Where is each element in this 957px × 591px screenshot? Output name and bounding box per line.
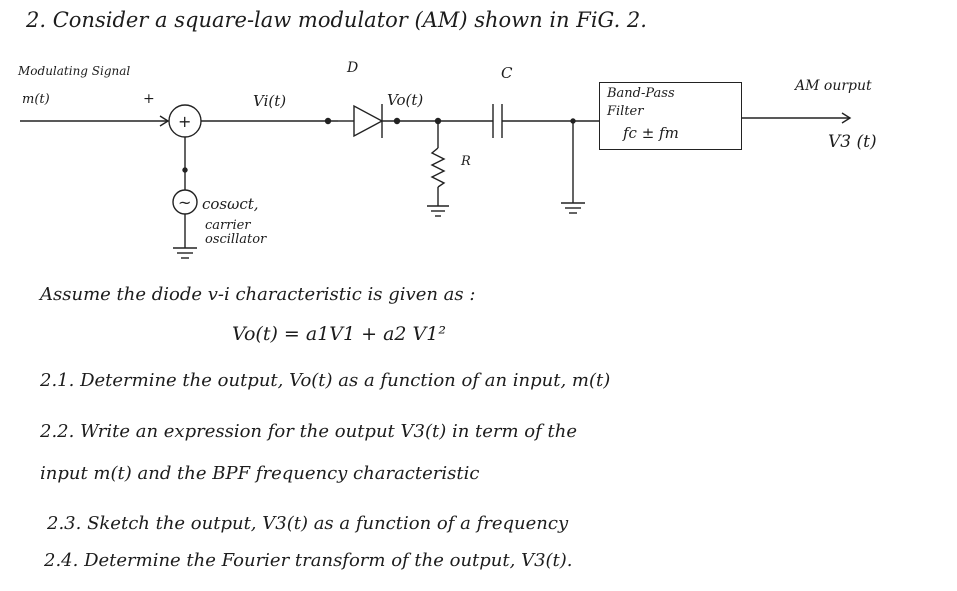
oscillator-label-oscillator: oscillator: [205, 232, 267, 247]
output-arrow: [841, 112, 852, 124]
resistor-label: R: [461, 154, 471, 169]
resistor-symbol: [430, 147, 446, 188]
diode-symbol: [353, 104, 384, 138]
summer-symbol: +: [178, 112, 191, 131]
oscillator-symbol: ~: [178, 193, 191, 212]
question-2-2-line2: input m(t) and the BPF frequency charact…: [40, 463, 480, 484]
bpf-label-line3: fc ± fm: [623, 124, 679, 142]
vo-label: Vo(t): [387, 91, 424, 109]
question-2-3: 2.3. Sketch the output, V3(t) as a funct…: [47, 513, 569, 534]
bpf-label-line1: Band-Pass: [607, 86, 675, 101]
modulating-signal-label: Modulating Signal: [18, 64, 131, 78]
am-output-label: AM ourput: [795, 78, 872, 94]
capacitor-label: C: [501, 64, 513, 82]
node-dot-2: [393, 117, 401, 125]
plus-sign-label: +: [143, 91, 155, 107]
assume-statement: Assume the diode v-i characteristic is g…: [40, 284, 476, 305]
v3-output-label: V3 (t): [828, 132, 877, 152]
problem-title: 2. Consider a square-law modulator (AM) …: [26, 8, 647, 32]
bpf-label-line2: Filter: [607, 104, 644, 119]
diode-label: D: [347, 60, 359, 76]
question-2-4: 2.4. Determine the Fourier transform of …: [44, 550, 573, 571]
modulating-signal-symbol: m(t): [22, 92, 50, 107]
node-dot-5: [182, 167, 188, 173]
input-arrow: [159, 115, 170, 127]
node-dot-1: [324, 117, 332, 125]
question-2-2-line1: 2.2. Write an expression for the output …: [40, 421, 578, 442]
oscillator-label-carrier: carrier: [205, 218, 251, 233]
oscillator-carrier-expression: cosωct,: [202, 195, 259, 213]
diode-equation: Vo(t) = a1V1 + a2 V1²: [232, 323, 446, 345]
bandpass-filter-box: [599, 82, 742, 150]
question-2-1: 2.1. Determine the output, Vo(t) as a fu…: [40, 370, 611, 391]
vi-label: Vi(t): [253, 92, 287, 110]
